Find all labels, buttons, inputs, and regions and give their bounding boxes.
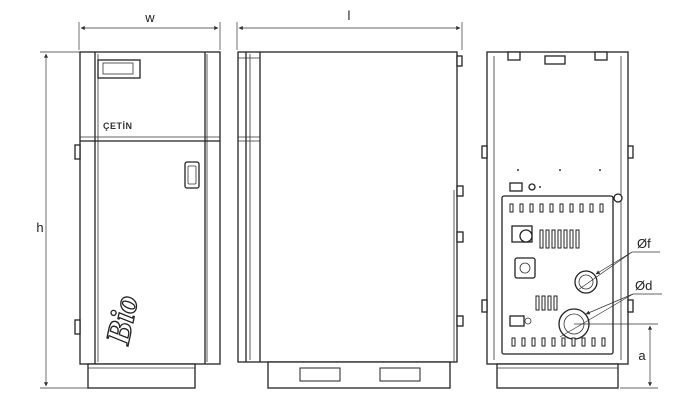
vent-block-lower — [535, 295, 558, 311]
offset-label: a — [638, 348, 646, 363]
door-handle — [184, 161, 200, 189]
side-view: l — [236, 8, 464, 389]
control-panel-display — [97, 59, 141, 79]
front-view: w h ÇETİN Bio — [36, 10, 221, 389]
vent-block-middle — [539, 229, 580, 249]
front-body-outline — [79, 51, 221, 365]
length-label: l — [348, 8, 351, 23]
power-switch — [509, 182, 523, 192]
fuse — [528, 183, 536, 191]
side-body-outline — [237, 51, 458, 363]
rear-connection-2 — [456, 231, 464, 243]
vent-row-top — [509, 203, 604, 213]
width-label: w — [144, 10, 155, 25]
fan-motor — [514, 257, 536, 279]
rear-connection-1 — [456, 185, 464, 197]
vent-row-bottom — [511, 337, 606, 347]
flue-leader-line — [585, 293, 634, 315]
display-screen — [102, 62, 134, 75]
flange-leader-line — [595, 251, 633, 275]
hinge-upper — [74, 144, 81, 160]
height-label: h — [36, 220, 43, 235]
flue-diameter-label: Ød — [635, 278, 652, 293]
hinge-lower — [74, 319, 81, 335]
sensor-port — [613, 193, 623, 203]
brand-name: ÇETİN — [103, 121, 133, 131]
drain-valve — [509, 315, 525, 327]
side-base — [267, 361, 451, 389]
top-vent — [544, 55, 566, 65]
rear-view: Øf Ød a — [481, 51, 662, 389]
rear-connection-3 — [456, 315, 464, 327]
flange-diameter-label: Øf — [637, 236, 651, 251]
flange-pipe — [574, 270, 598, 294]
